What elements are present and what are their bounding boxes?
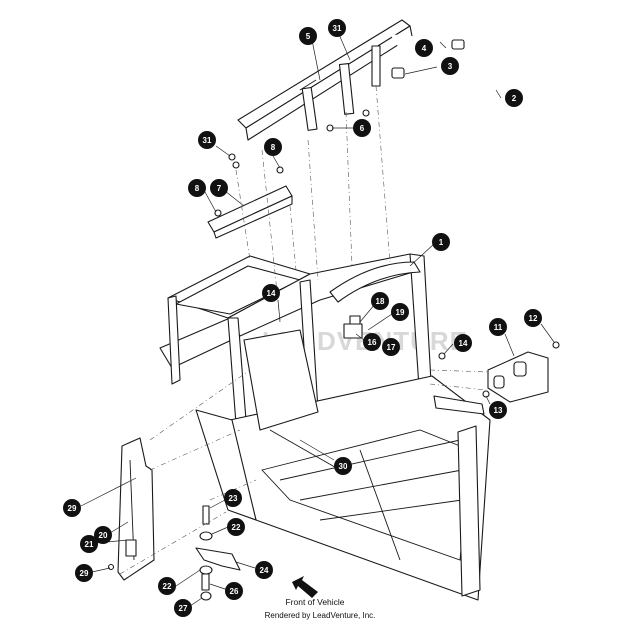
callout-8-upper: 8 [264, 138, 282, 156]
svg-text:12: 12 [529, 314, 538, 323]
callout-19: 19 [391, 303, 409, 321]
svg-text:29: 29 [68, 504, 77, 513]
callout-5: 5 [299, 27, 317, 45]
front-of-vehicle-label: Front of Vehicle [285, 597, 345, 607]
callout-24: 24 [255, 561, 273, 579]
callout-30: 30 [334, 457, 352, 475]
callout-23: 23 [224, 489, 242, 507]
callout-26: 26 [225, 582, 243, 600]
part-bracket-plate [207, 185, 293, 239]
part-hinge-bracket [195, 505, 241, 601]
callout-12: 12 [524, 309, 542, 327]
svg-text:4: 4 [422, 44, 427, 53]
svg-text:19: 19 [396, 308, 405, 317]
callout-8-lower: 8 [188, 179, 206, 197]
svg-text:8: 8 [195, 184, 200, 193]
svg-text:22: 22 [232, 523, 241, 532]
front-direction-arrow-icon [292, 576, 318, 598]
callout-17: 17 [382, 338, 400, 356]
svg-text:6: 6 [360, 124, 365, 133]
callout-21: 21 [80, 535, 98, 553]
callout-11: 11 [489, 318, 507, 336]
callout-31-left: 31 [198, 131, 216, 149]
part-small-block [343, 315, 363, 339]
svg-text:11: 11 [494, 323, 503, 332]
svg-text:2: 2 [512, 94, 517, 103]
callout-29-lower: 29 [75, 564, 93, 582]
svg-text:14: 14 [267, 289, 276, 298]
callout-4: 4 [415, 39, 433, 57]
callout-1: 1 [432, 233, 450, 251]
svg-text:3: 3 [448, 62, 453, 71]
svg-text:21: 21 [85, 540, 94, 549]
svg-text:14: 14 [459, 339, 468, 348]
callout-20: 20 [94, 526, 112, 544]
part-mount-bracket [487, 351, 549, 403]
callout-14-right: 14 [454, 334, 472, 352]
part-main-frame [159, 253, 491, 601]
callout-7: 7 [210, 179, 228, 197]
callout-18: 18 [371, 292, 389, 310]
callout-13: 13 [489, 401, 507, 419]
svg-text:20: 20 [99, 531, 108, 540]
callout-3: 3 [441, 57, 459, 75]
svg-text:17: 17 [387, 343, 396, 352]
svg-text:31: 31 [333, 24, 342, 33]
svg-text:22: 22 [163, 582, 172, 591]
svg-text:8: 8 [271, 143, 276, 152]
svg-text:7: 7 [217, 184, 222, 193]
callout-6: 6 [353, 119, 371, 137]
svg-text:5: 5 [306, 32, 311, 41]
part-crossbar-rail [237, 19, 413, 141]
svg-text:29: 29 [80, 569, 89, 578]
callout-2: 2 [505, 89, 523, 107]
part-side-panel [117, 437, 155, 581]
svg-text:27: 27 [179, 604, 188, 613]
svg-text:13: 13 [494, 406, 503, 415]
svg-text:30: 30 [339, 462, 348, 471]
callout-29-upper: 29 [63, 499, 81, 517]
svg-text:1: 1 [439, 238, 444, 247]
svg-text:16: 16 [368, 338, 377, 347]
callout-22-upper: 22 [227, 518, 245, 536]
callout-22-lower: 22 [158, 577, 176, 595]
svg-text:23: 23 [229, 494, 238, 503]
callout-27: 27 [174, 599, 192, 617]
svg-text:24: 24 [260, 566, 269, 575]
render-credit: Rendered by LeadVenture, Inc. [264, 611, 376, 620]
svg-text:26: 26 [230, 587, 239, 596]
callout-16: 16 [363, 333, 381, 351]
callout-31-upper: 31 [328, 19, 346, 37]
callout-14-left: 14 [262, 284, 280, 302]
svg-text:31: 31 [203, 136, 212, 145]
svg-text:18: 18 [376, 297, 385, 306]
